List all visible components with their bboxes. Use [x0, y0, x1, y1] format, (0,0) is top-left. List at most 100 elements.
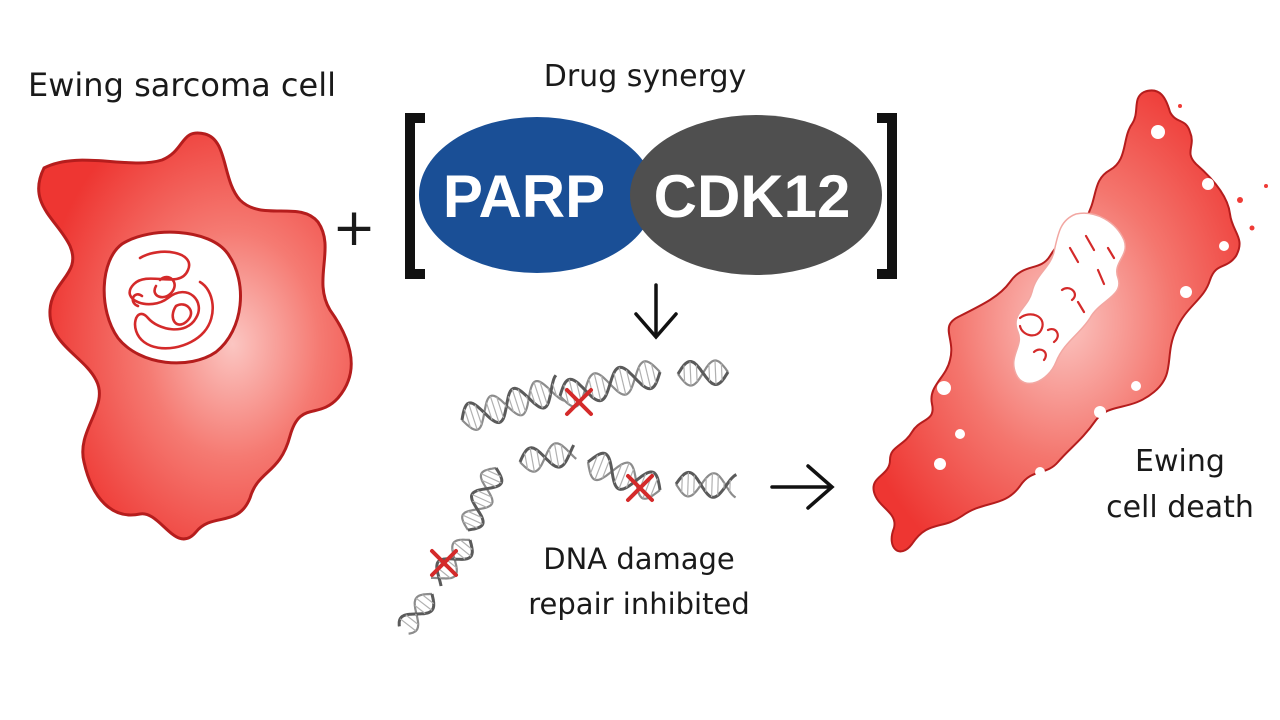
dna-base-pair — [548, 448, 553, 465]
dna-base-pair — [529, 447, 535, 472]
dna-fragment-upper-1 — [460, 374, 565, 432]
plus-sign: + — [332, 198, 376, 258]
right-bracket — [877, 113, 897, 279]
right-cell-label-line1: Ewing — [1135, 444, 1225, 479]
dna-base-pair — [399, 618, 417, 632]
dna-base-pair — [594, 453, 606, 480]
dna-base-pair — [539, 381, 548, 406]
dna-damage-mark-icon — [430, 549, 458, 577]
dna-base-pair — [600, 375, 607, 396]
dna-base-pair — [486, 469, 502, 477]
dna-base-pair — [471, 493, 493, 505]
dna-base-pair — [683, 365, 686, 383]
dna-fragment-lower-3 — [397, 592, 436, 635]
chromatin — [128, 250, 214, 350]
dna-fragment-lower-1 — [461, 466, 504, 532]
cdk12-ellipse — [630, 115, 882, 275]
dna-strand — [461, 466, 497, 531]
dna-strand — [408, 592, 432, 635]
dna-base-pair — [463, 408, 472, 428]
dna-base-pair — [482, 411, 485, 414]
dna-strand — [676, 360, 730, 386]
dna-base-pair — [524, 452, 529, 470]
left-cell-label: Ewing sarcoma cell — [28, 66, 336, 104]
dna-fragments — [397, 359, 738, 635]
dna-damage-mark-icon — [626, 474, 654, 502]
left-bracket — [405, 113, 425, 279]
dna-base-pair — [481, 479, 497, 488]
dna-base-pair — [560, 444, 566, 464]
dna-base-pair — [476, 490, 492, 498]
dna-base-pair — [613, 464, 623, 484]
parp-ellipse — [419, 117, 655, 273]
dna-base-pair — [687, 472, 689, 497]
dna-base-pair — [714, 360, 717, 385]
dna-base-pair — [511, 388, 522, 416]
dna-base-pair — [553, 443, 560, 468]
right-arrow-icon — [770, 464, 835, 510]
dna-base-pair — [415, 597, 433, 611]
dna-label-line1: DNA damage — [543, 542, 735, 576]
dna-base-pair — [507, 396, 515, 412]
down-arrow-icon — [634, 283, 678, 340]
dna-base-pair — [689, 361, 692, 386]
dna-base-pair — [529, 389, 536, 405]
dna-fragment-upper-3 — [676, 359, 730, 387]
dna-fragment-middle-3 — [674, 470, 738, 499]
dna-base-pair — [405, 614, 419, 625]
dna-base-pair — [638, 366, 645, 387]
drug-targets: PARP CDK12 — [419, 115, 882, 275]
cdk12-label: CDK12 — [654, 163, 851, 230]
dna-strand — [587, 451, 662, 491]
dying-ewing-cell — [872, 89, 1268, 553]
dna-base-pair — [711, 473, 713, 498]
dna-base-pair — [467, 402, 478, 430]
dna-base-pair — [517, 389, 527, 412]
dna-base-pair — [625, 369, 632, 390]
dna-base-pair — [593, 373, 602, 401]
ewing-sarcoma-cell — [37, 131, 353, 541]
dna-base-pair — [533, 382, 543, 409]
fragmented-nucleus — [1013, 212, 1126, 385]
dna-base-pair — [453, 541, 472, 557]
membrane-debris — [1178, 104, 1268, 231]
dna-base-pair — [551, 383, 558, 397]
dna-strand — [431, 538, 471, 580]
dna-fragment-lower-2 — [431, 538, 474, 587]
dna-base-pair — [525, 395, 529, 402]
dna-base-pair — [568, 451, 570, 455]
dna-base-pair — [643, 361, 652, 389]
dna-base-pair — [472, 500, 488, 508]
dna-base-pair — [717, 475, 719, 496]
dna-base-pair — [618, 462, 630, 490]
dna-strand — [558, 365, 662, 403]
dna-base-pair — [708, 364, 711, 382]
dna-base-pair — [462, 514, 483, 525]
dna-base-pair — [496, 396, 505, 419]
dna-base-pair — [720, 363, 723, 381]
dna-base-pair — [474, 404, 483, 425]
dna-strand — [467, 467, 504, 532]
dna-fragment-middle-1 — [518, 442, 577, 473]
dna-base-pair — [485, 402, 493, 420]
dna-base-pair — [695, 364, 698, 382]
drug-synergy-label: Drug synergy — [544, 59, 747, 94]
dna-base-pair — [459, 539, 473, 550]
dna-base-pair — [547, 387, 551, 396]
membrane-notches — [934, 125, 1229, 477]
parp-label: PARP — [443, 163, 605, 230]
dna-strand — [518, 444, 576, 469]
dna-base-pair — [421, 594, 435, 605]
dna-base-pair — [618, 367, 627, 395]
right-cell-label-line2: cell death — [1106, 490, 1254, 525]
dna-strand — [519, 442, 577, 473]
dna-base-pair — [650, 363, 657, 384]
dna-base-pair — [414, 613, 418, 616]
dna-base-pair — [453, 557, 456, 560]
dna-strand — [397, 593, 436, 627]
nuclear-debris — [1018, 234, 1116, 362]
dna-fragment-middle-2 — [586, 451, 662, 500]
dna-base-pair — [601, 459, 611, 479]
dna-base-pair — [467, 510, 483, 519]
